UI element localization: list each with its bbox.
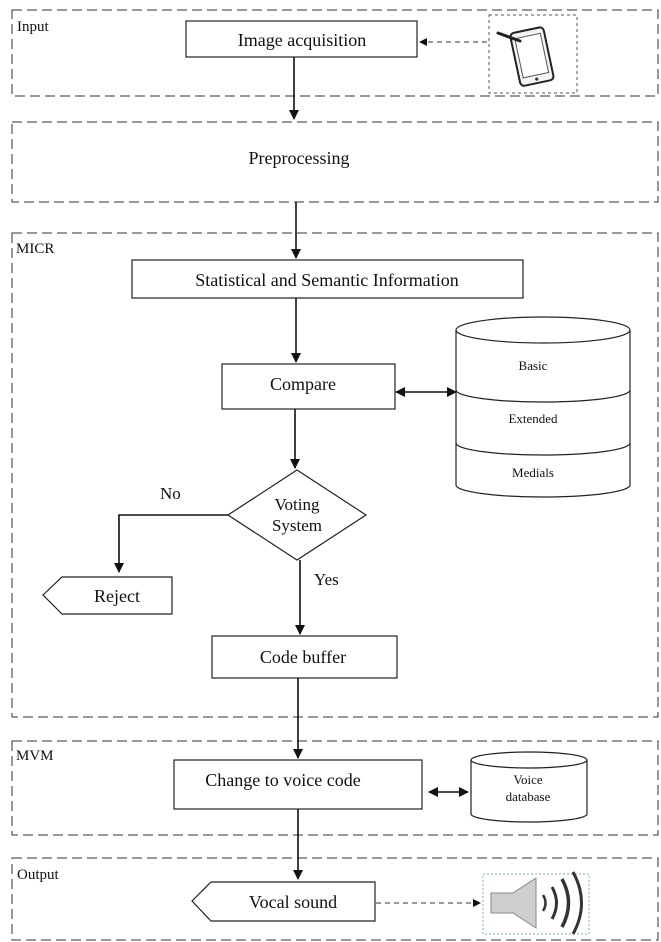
yes-branch-label: Yes — [314, 570, 339, 589]
voting-system-diamond — [226, 469, 368, 561]
speaker-sound-icon — [482, 871, 590, 935]
no-branch-label: No — [160, 484, 181, 503]
micr-section-label: MICR — [16, 241, 54, 257]
mvm-section-frame — [11, 740, 659, 836]
input-section-frame — [11, 9, 659, 97]
statistical-semantic-box — [131, 259, 524, 299]
mvm-section-label: MVM — [16, 748, 54, 764]
database-medials-label: Medials — [512, 465, 554, 480]
micr-section-frame — [11, 232, 659, 718]
reject-label: Reject — [94, 586, 140, 606]
voting-system-label-line1: Voting — [274, 495, 320, 514]
input-section-label: Input — [17, 19, 49, 35]
voice-database-label-line1: Voice — [513, 772, 543, 787]
preprocessing-label: Preprocessing — [249, 148, 350, 168]
reject-box — [42, 576, 173, 615]
vocal-sound-label: Vocal sound — [249, 892, 337, 912]
statistical-semantic-label: Statistical and Semantic Information — [195, 270, 458, 290]
change-to-voice-code-label: Change to voice code — [205, 770, 360, 790]
tablet-with-stylus-icon — [488, 14, 578, 94]
output-section-label: Output — [17, 867, 60, 883]
image-acquisition-box — [185, 20, 418, 58]
code-buffer-label: Code buffer — [260, 647, 346, 667]
vocal-sound-box — [191, 881, 376, 922]
compare-box — [221, 363, 396, 410]
database-extended-label: Extended — [508, 411, 558, 426]
image-acquisition-label: Image acquisition — [238, 30, 366, 50]
compare-label: Compare — [270, 374, 336, 394]
voting-system-label-line2: System — [272, 516, 322, 535]
database-basic-label: Basic — [519, 358, 548, 373]
code-buffer-box — [211, 635, 398, 679]
preprocessing-section-frame — [11, 121, 659, 203]
change-to-voice-code-box — [173, 759, 423, 810]
character-database-cylinder — [455, 316, 631, 498]
voting-to-reject-arrow — [114, 514, 228, 573]
output-section-frame — [11, 857, 659, 941]
voice-database-cylinder — [470, 751, 588, 823]
voice-database-label-line2: database — [506, 789, 551, 804]
